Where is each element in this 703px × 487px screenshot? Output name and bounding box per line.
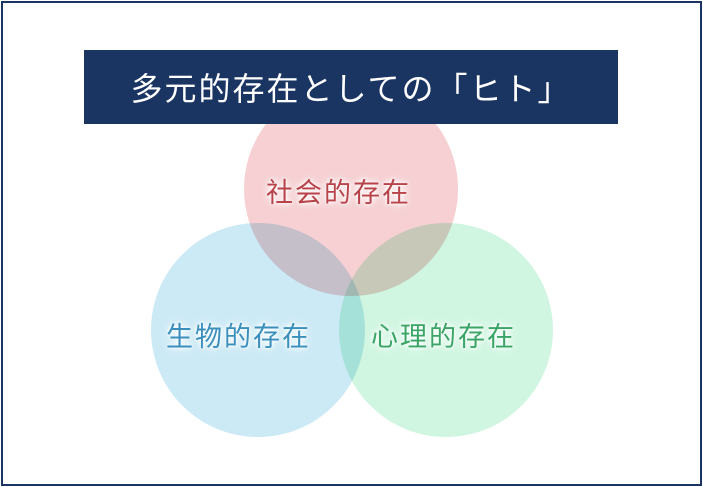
- biological-circle: [151, 223, 365, 437]
- psychological-label: 心理的存在: [371, 322, 516, 353]
- psychological-circle: [339, 223, 553, 437]
- diagram-title: 多元的存在としての「ヒト」: [130, 70, 572, 108]
- social-label: 社会的存在: [266, 178, 411, 209]
- biological-label: 生物的存在: [166, 322, 311, 353]
- title-banner: 多元的存在としての「ヒト」: [84, 50, 618, 124]
